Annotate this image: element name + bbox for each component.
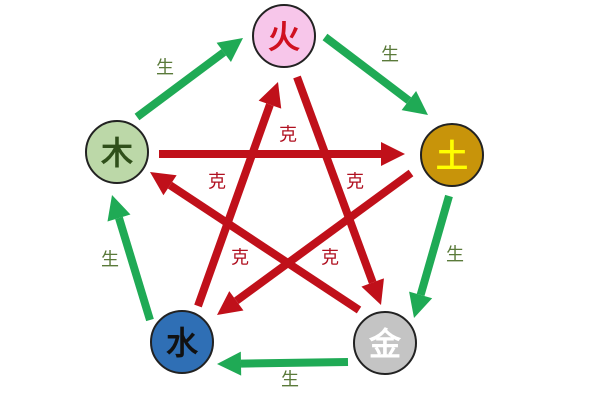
element-node-earth: 土: [420, 123, 484, 187]
element-node-metal: 金: [353, 311, 417, 375]
sheng-label: 生: [281, 370, 299, 391]
sheng-arrow-metal-water: [217, 351, 349, 376]
ke-label: 克: [279, 125, 297, 146]
sheng-arrow-water-wood-head: [107, 195, 131, 222]
ke-label: 克: [346, 172, 364, 193]
ke-arrow-water-fire-shaft: [194, 103, 274, 308]
ke-arrow-metal-wood: [150, 172, 362, 314]
ke-label: 克: [231, 248, 249, 269]
node-char: 金: [368, 325, 402, 363]
ke-arrow-water-fire-head: [258, 82, 282, 109]
sheng-arrow-water-wood: [107, 195, 154, 322]
node-circle: [85, 120, 149, 184]
ke-arrow-wood-earth-head: [381, 142, 405, 166]
element-node-water: 水: [150, 310, 214, 374]
sheng-label: 生: [381, 45, 399, 66]
sheng-arrow-earth-metal-head: [409, 291, 433, 318]
sheng-label: 生: [446, 245, 464, 266]
ke-label: 克: [321, 248, 339, 269]
node-circle: [252, 4, 316, 68]
node-char: 火: [268, 18, 300, 56]
sheng-arrow-earth-metal-shaft: [416, 194, 453, 297]
sheng-arrow-earth-metal: [409, 194, 453, 318]
sheng-arrow-wood-fire-head: [216, 38, 243, 62]
ke-arrow-fire-metal-shaft: [293, 75, 377, 284]
element-node-fire: 火: [252, 4, 316, 68]
node-circle: [420, 123, 484, 187]
sheng-arrow-metal-water-shaft: [240, 358, 349, 368]
node-circle: [150, 310, 214, 374]
ke-arrow-wood-earth: [159, 142, 405, 166]
sheng-arrow-fire-earth: [322, 33, 428, 115]
ke-arrow-earth-water-shaft: [234, 169, 414, 305]
sheng-arrow-water-wood-shaft: [115, 216, 154, 322]
node-char: 木: [100, 134, 133, 172]
sheng-arrow-fire-earth-head: [401, 90, 428, 115]
node-char: 水: [166, 324, 199, 362]
node-char: 土: [436, 137, 468, 175]
node-circle: [353, 311, 417, 375]
ke-arrow-fire-metal: [293, 75, 384, 305]
sheng-arrow-fire-earth-shaft: [322, 33, 412, 104]
sheng-arrow-wood-fire-shaft: [134, 49, 227, 121]
sheng-label: 生: [156, 58, 174, 79]
ke-arrow-earth-water: [217, 169, 414, 315]
ke-arrow-metal-wood-shaft: [167, 181, 362, 314]
sheng-label: 生: [101, 250, 119, 271]
sheng-arrow-wood-fire: [134, 38, 243, 121]
ke-label: 克: [208, 172, 226, 193]
ke-arrow-fire-metal-head: [361, 278, 384, 305]
sheng-arrow-metal-water-head: [217, 351, 242, 376]
ke-arrow-water-fire: [194, 82, 282, 308]
ke-arrow-earth-water-head: [217, 291, 244, 315]
ke-arrow-metal-wood-head: [150, 172, 177, 196]
element-node-wood: 木: [85, 120, 149, 184]
